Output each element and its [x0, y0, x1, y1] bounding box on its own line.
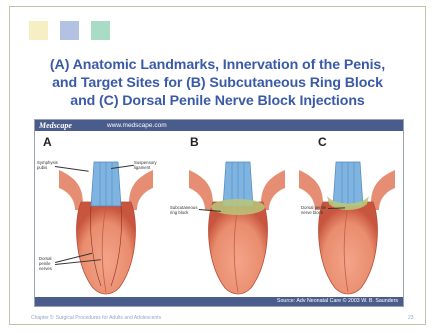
- title-line: and Target Sites for (B) Subcutaneous Ri…: [14, 74, 421, 92]
- penis-illustration-c: [297, 144, 397, 296]
- label-dorsal-penile-nerves: Dorsal penile nerves: [39, 256, 52, 271]
- anatomy-figure: Medscape www.medscape.com A B C: [34, 119, 404, 307]
- penis-illustration-b: [187, 144, 287, 296]
- figure-header-bar: Medscape www.medscape.com: [35, 120, 403, 131]
- label-subcutaneous-ring-block: Subcutaneous ring block: [170, 205, 197, 215]
- medscape-logo: Medscape: [39, 120, 72, 131]
- decor-square-green: [91, 21, 110, 40]
- figure-url: www.medscape.com: [107, 120, 167, 131]
- slide-title: (A) Anatomic Landmarks, Innervation of t…: [14, 56, 421, 110]
- label-dorsal-penile-nerve-block: Dorsal penile nerve block: [301, 205, 326, 215]
- footer-chapter: Chapter 5: Surgical Procedures for Adult…: [31, 315, 161, 321]
- ring-block-site: [211, 199, 265, 215]
- label-suspensory-ligament: Suspensory ligament: [134, 160, 157, 170]
- title-line: (A) Anatomic Landmarks, Innervation of t…: [14, 56, 421, 74]
- decor-square-blue: [60, 21, 79, 40]
- page-number: 23: [408, 315, 414, 321]
- title-line: and (C) Dorsal Penile Nerve Block Inject…: [14, 92, 421, 110]
- decor-square-yellow: [29, 21, 48, 40]
- figure-source: Source: Adv Neonatal Care © 2003 W. B. S…: [35, 297, 403, 306]
